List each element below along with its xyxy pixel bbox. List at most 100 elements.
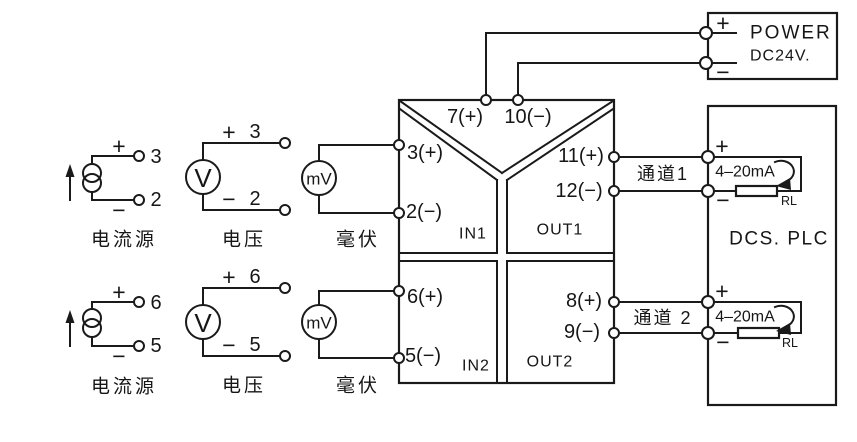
current-source-2: + − 6 5 电流源 <box>65 279 162 398</box>
in1-label: IN1 <box>459 226 487 243</box>
load-resistor-1 <box>734 184 779 198</box>
wire <box>318 290 395 306</box>
source-terminal <box>279 137 291 149</box>
millivolt-source-1: mV 毫伏 <box>301 144 395 251</box>
terminal-number: 2 <box>249 188 260 210</box>
current-source-label: 电流源 <box>91 229 157 251</box>
power-minus-label: − <box>716 59 729 85</box>
module-divider-diagonal <box>500 99 615 175</box>
signal-range-label: 4–20mA <box>715 164 775 181</box>
wire <box>202 142 281 161</box>
power-plus-terminal <box>699 26 713 40</box>
voltage-source-2: V + 6 − 5 电压 <box>185 264 291 397</box>
terminal-8 <box>608 296 620 308</box>
millivolt-label: 毫伏 <box>336 375 380 397</box>
terminal-number: 2 <box>150 189 161 211</box>
module-divider-diagonal <box>505 107 615 182</box>
source-terminal <box>133 296 145 308</box>
terminal-2 <box>393 207 405 219</box>
polarity-plus: + <box>112 133 125 159</box>
dcs-ch1-minus-terminal <box>701 184 715 198</box>
polarity-minus: − <box>222 332 235 358</box>
terminal-10 <box>512 94 524 106</box>
terminal-number: 3 <box>150 146 161 168</box>
terminal-2-label: 2(−) <box>406 201 442 223</box>
load-resistor-label: RL <box>782 336 798 350</box>
power-title: POWER <box>750 23 832 44</box>
voltmeter-letter: V <box>194 308 212 338</box>
module-divider-diagonal <box>398 107 499 182</box>
terminal-number: 5 <box>150 335 161 357</box>
millivolt-label: 毫伏 <box>336 229 380 251</box>
terminal-9-label: 9(−) <box>564 321 600 343</box>
power-unit: + − POWER DC24V. <box>699 10 839 85</box>
dcs-plc-label: DCS. PLC <box>729 229 829 250</box>
wire <box>91 191 135 201</box>
load-resistor-2 <box>736 326 781 340</box>
polarity-minus: − <box>222 186 235 212</box>
power-plus-label: + <box>716 10 729 36</box>
wire <box>318 194 395 214</box>
polarity-minus: − <box>112 343 125 369</box>
output-wires: 通道1 通道 2 <box>618 156 704 334</box>
polarity-minus: − <box>716 187 729 213</box>
dcs-plc-box <box>706 104 838 407</box>
power-voltage-label: DC24V. <box>750 48 811 65</box>
terminal-6-label: 6(+) <box>407 286 443 308</box>
dcs-plc-unit: DCS. PLC + − 4–20mA RL + − 4–20mA <box>701 104 838 407</box>
wire <box>202 287 281 306</box>
wire <box>91 155 135 165</box>
signal-range-label: 4–20mA <box>715 309 775 326</box>
polarity-plus: + <box>715 133 728 159</box>
voltage-label: 电压 <box>222 375 266 397</box>
terminal-number: 6 <box>150 292 161 314</box>
source-terminal <box>279 204 291 216</box>
wire <box>202 338 281 357</box>
terminal-5 <box>393 352 405 364</box>
wire <box>318 338 395 359</box>
polarity-minus: − <box>112 197 125 223</box>
source-terminal <box>133 194 145 206</box>
terminal-7-label: 7(+) <box>447 106 483 128</box>
in2-label: IN2 <box>462 358 490 375</box>
wire <box>318 144 395 162</box>
terminal-10-label: 10(−) <box>504 106 551 128</box>
channel1-label: 通道1 <box>637 164 689 184</box>
out1-label: OUT1 <box>537 222 584 239</box>
terminal-9 <box>608 327 620 339</box>
terminal-5-label: 5(−) <box>405 345 441 367</box>
current-direction-arrowhead-icon <box>776 323 791 335</box>
load-resistor-label: RL <box>781 194 797 208</box>
current-arrow-2-head-icon <box>65 310 75 323</box>
source-terminal <box>279 282 291 294</box>
terminal-6 <box>393 285 405 297</box>
terminal-12-label: 12(−) <box>555 180 602 202</box>
out2-label: OUT2 <box>527 354 574 371</box>
current-arrow-1-head-icon <box>65 164 75 177</box>
loop-wire <box>713 156 802 192</box>
current-source-label: 电流源 <box>91 376 157 398</box>
power-minus-terminal <box>699 56 713 70</box>
terminal-3-label: 3(+) <box>407 142 443 164</box>
source-terminal <box>133 150 145 162</box>
dcs-channel1-loop: + − 4–20mA RL <box>701 133 802 213</box>
source-terminal <box>133 340 145 352</box>
mv-letters: mV <box>306 314 332 333</box>
power-wires <box>485 32 702 96</box>
wire-power-positive <box>485 32 702 96</box>
terminal-number: 3 <box>249 121 260 143</box>
wire <box>91 336 135 347</box>
current-source-1: + − 3 2 电流源 <box>65 133 162 251</box>
wire-power-negative <box>517 62 702 96</box>
current-direction-arrow-icon <box>773 304 795 328</box>
terminal-8-label: 8(+) <box>566 290 602 312</box>
polarity-plus: + <box>715 278 728 304</box>
polarity-minus: − <box>716 329 729 355</box>
dcs-ch2-minus-terminal <box>701 326 715 340</box>
terminal-11-label: 11(+) <box>558 145 604 167</box>
dcs-ch1-plus-terminal <box>701 150 715 164</box>
voltage-source-1: V + 3 − 2 电压 <box>185 119 291 251</box>
wire <box>91 301 135 310</box>
current-direction-arrow-icon <box>773 159 795 183</box>
